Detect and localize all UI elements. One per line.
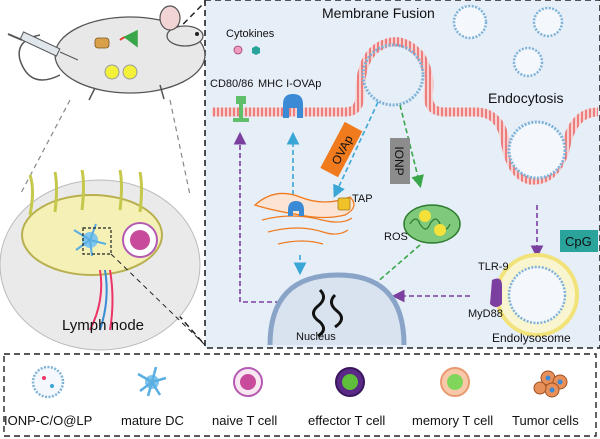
nucleus xyxy=(267,272,407,346)
cd80-86-label: CD80/86 xyxy=(210,78,253,90)
legend-label-effector-t: effector T cell xyxy=(308,413,385,428)
fusion-liposome xyxy=(361,43,425,107)
legend-label-naive-t: naive T cell xyxy=(212,413,277,428)
mitochondrion xyxy=(403,204,461,244)
legend-label-tumor: Tumor cells xyxy=(512,413,579,428)
legend-label-liposome: IONP-C/O@LP xyxy=(4,413,92,428)
endolysosome xyxy=(495,253,579,337)
dendritic-cell-icon xyxy=(137,366,167,397)
ionp-badge: IONP xyxy=(390,138,410,184)
cd80-86-receptor-icon xyxy=(233,96,249,122)
arrow-dashed-cyan-ovap xyxy=(333,101,379,198)
mhc-er-icon xyxy=(288,201,304,216)
ros-label: ROS xyxy=(384,231,408,243)
legend-box xyxy=(3,353,597,437)
zoom-line-ln-left xyxy=(19,99,71,196)
zoom-line-ln-right xyxy=(169,99,191,196)
syringe-icon xyxy=(7,31,79,61)
tap-icon xyxy=(337,197,351,211)
svg-text:IONP: IONP xyxy=(392,146,406,175)
mouse-illustration xyxy=(18,5,206,101)
endoplasmic-reticulum xyxy=(253,192,355,245)
tlr9-label: TLR-9 xyxy=(478,261,509,273)
mhc-ovap-label: MHC I-OVAp xyxy=(258,78,321,90)
tlr9-receptor-icon xyxy=(490,278,502,307)
legend-label-memory-t: memory T cell xyxy=(412,413,493,428)
cpg-label: CpG xyxy=(565,234,592,249)
membrane-fusion-label: Membrane Fusion xyxy=(322,5,435,21)
tap-label: TAP xyxy=(352,193,373,205)
myd88-label: MyD88 xyxy=(468,308,503,320)
liposome-group-top xyxy=(452,4,564,78)
liposome-icon xyxy=(31,365,65,399)
cytokine-teal-icon xyxy=(252,46,260,55)
memory-t-cell-icon xyxy=(440,367,470,397)
cpg-badge-bg xyxy=(560,230,598,252)
naive-t-cell-icon xyxy=(233,367,263,397)
effector-t-cell-icon xyxy=(335,367,365,397)
endolysosome-label: Endolysosome xyxy=(492,331,571,345)
endocytosis-label: Endocytosis xyxy=(488,90,563,106)
mhc-receptor-icon xyxy=(283,94,303,118)
lymph-node-label: Lymph node xyxy=(62,317,144,334)
nucleus-label: Nucleus xyxy=(296,331,336,343)
lymph-node-illustration xyxy=(0,169,206,351)
cytokine-pink-icon xyxy=(233,45,243,55)
tumor-cells-icon xyxy=(533,370,568,398)
legend-label-mature-dc: mature DC xyxy=(121,413,184,428)
cytokines-label: Cytokines xyxy=(226,28,275,40)
endocytic-liposome xyxy=(507,120,567,180)
